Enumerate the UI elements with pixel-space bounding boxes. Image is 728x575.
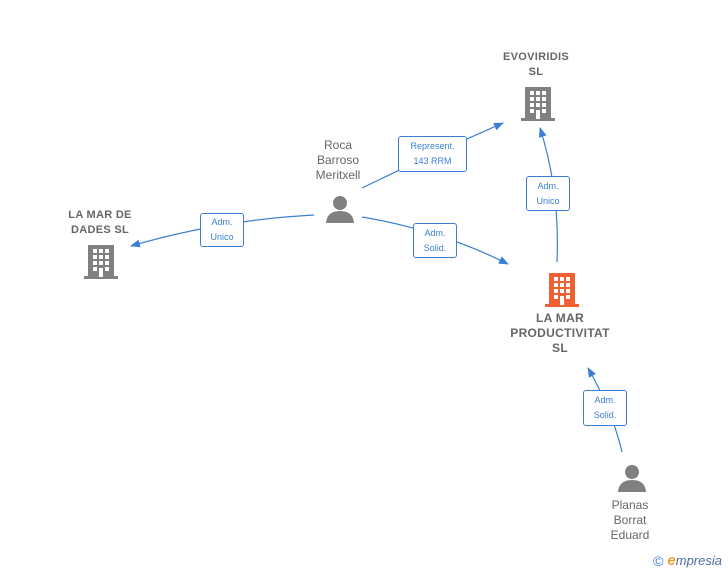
empresia-logo: empresia bbox=[667, 552, 722, 569]
company-label-lamarproductivitat[interactable]: LA MAR PRODUCTIVITAT SL bbox=[510, 311, 610, 355]
person-icon[interactable] bbox=[617, 464, 647, 492]
edge-label-adm-unico-right[interactable]: Adm. Unico bbox=[526, 176, 570, 211]
person-icon[interactable] bbox=[325, 195, 355, 223]
footer-branding: © empresia bbox=[653, 552, 722, 569]
person-label-planas[interactable]: Planas Borrat Eduard bbox=[610, 498, 650, 542]
company-label-evoviridis[interactable]: EVOVIRIDIS SL bbox=[503, 51, 569, 78]
company-label-lamardades[interactable]: LA MAR DE DADES SL bbox=[68, 209, 132, 236]
building-icon[interactable] bbox=[84, 243, 118, 279]
building-icon[interactable] bbox=[521, 85, 555, 121]
edge-label-adm-solid-roca[interactable]: Adm. Solid. bbox=[413, 223, 457, 258]
edge-label-adm-unico-left[interactable]: Adm. Unico bbox=[200, 213, 244, 247]
edge-label-represent[interactable]: Represent. 143 RRM bbox=[398, 136, 467, 172]
copyright-icon: © bbox=[653, 552, 664, 569]
person-label-roca[interactable]: Roca Barroso Meritxell bbox=[315, 138, 361, 182]
building-icon[interactable] bbox=[545, 271, 579, 307]
edge-label-adm-solid-planas[interactable]: Adm. Solid. bbox=[583, 390, 627, 426]
